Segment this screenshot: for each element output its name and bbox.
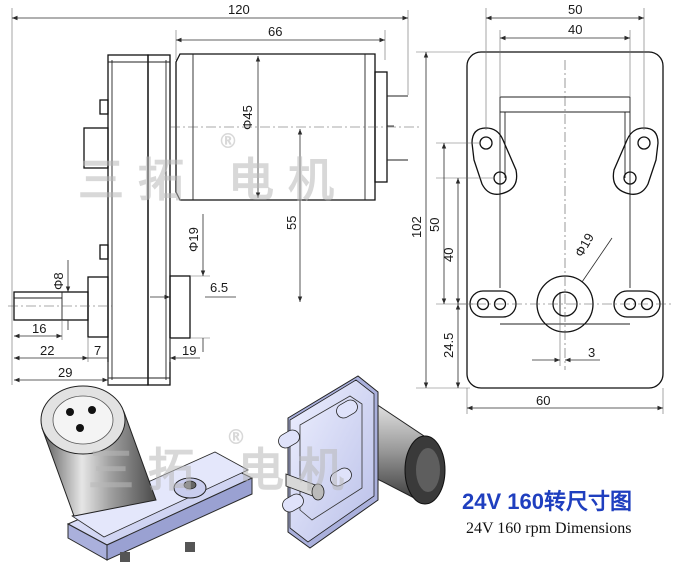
bracket-right xyxy=(612,127,659,195)
dim-output-to-face: 19 xyxy=(182,343,196,358)
dim-motor-diameter: Φ45 xyxy=(240,105,255,130)
dim-total-height: 102 xyxy=(409,216,424,238)
output-boss xyxy=(169,275,191,339)
motor-body xyxy=(175,53,376,201)
dim-output-total: 29 xyxy=(58,365,72,380)
watermark-symbol-upper: ® xyxy=(218,129,238,153)
front-view: Φ19 50 40 102 50 40 24.5 3 60 xyxy=(409,2,672,414)
bracket-left xyxy=(471,127,518,195)
dim-boss-height: 6.5 xyxy=(210,280,228,295)
dim-shaft-center-height: 55 xyxy=(284,216,299,230)
watermark-upper: 三拓 电机 xyxy=(78,153,348,207)
render-right xyxy=(278,375,446,549)
watermark-group: 三拓 电机 ® 三拓 电机 ® xyxy=(78,129,358,497)
dim-overall-length: 120 xyxy=(228,2,250,17)
dim-hole-spacing-outer: 50 xyxy=(568,2,582,17)
dim-shaft-flat: 16 xyxy=(32,321,46,336)
gearbox-outline xyxy=(466,51,664,389)
shaft-collar xyxy=(87,276,109,338)
drawing-title: 24V 160转尺寸图 xyxy=(462,489,632,514)
dim-collar: 7 xyxy=(94,343,101,358)
dim-shaft-diameter: Φ8 xyxy=(51,272,66,290)
dim-middle-height: 40 xyxy=(441,248,456,262)
dim-upper-height: 50 xyxy=(427,218,442,232)
gearbox-plate-front xyxy=(107,54,149,386)
dim-shaft-offset: 3 xyxy=(588,345,595,360)
drawing-subtitle: 24V 160 rpm Dimensions xyxy=(466,520,632,537)
render-left xyxy=(40,385,254,562)
dim-bottom-offset: 24.5 xyxy=(441,333,456,358)
rear-bushing xyxy=(83,127,109,169)
watermark-symbol-lower: ® xyxy=(226,425,246,449)
watermark-lower: 三拓 电机 xyxy=(88,443,358,497)
dim-total-width: 60 xyxy=(536,393,550,408)
gearbox-plate-rear xyxy=(147,54,171,386)
dim-motor-length: 66 xyxy=(268,24,282,39)
dim-front-boss-diameter: Φ19 xyxy=(572,230,597,259)
side-view: 120 66 Φ45 55 Φ19 xyxy=(8,2,420,386)
dim-hole-spacing-inner: 40 xyxy=(568,22,582,37)
dim-boss-diameter: Φ19 xyxy=(186,227,201,252)
dim-shaft-length: 22 xyxy=(40,343,54,358)
